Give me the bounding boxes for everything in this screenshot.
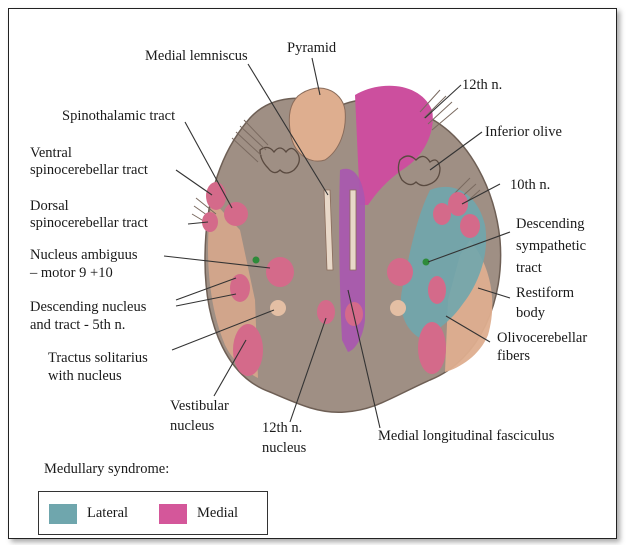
label-solitarius-2: with nucleus xyxy=(48,368,122,385)
nucleus-desc-5th-left xyxy=(230,274,250,302)
label-pyramid: Pyramid xyxy=(287,40,336,57)
label-inferior-olive: Inferior olive xyxy=(485,124,562,141)
label-restiform-2: body xyxy=(516,305,545,322)
nucleus-desc-5th-right xyxy=(428,276,446,304)
nucleus-solitarius-left xyxy=(270,300,286,316)
legend-label-lateral: Lateral xyxy=(87,505,128,522)
legend-swatch-lateral xyxy=(49,504,77,524)
label-desc-symp-3: tract xyxy=(516,260,542,277)
label-olivocerebellar-2: fibers xyxy=(497,348,530,365)
label-olivocerebellar-1: Olivocerebellar xyxy=(497,330,587,347)
label-mlf: Medial longitudinal fasciculus xyxy=(378,428,554,445)
legend-swatch-medial xyxy=(159,504,187,524)
label-dorsal-scb-1: Dorsal xyxy=(30,198,69,215)
label-vestibular-1: Vestibular xyxy=(170,398,229,415)
legend-title: Medullary syndrome: xyxy=(44,461,169,478)
label-12th-n: 12th n. xyxy=(462,77,502,94)
label-ventral-scb-1: Ventral xyxy=(30,145,72,162)
label-medial-lemniscus: Medial lemniscus xyxy=(145,48,248,65)
label-10th-n: 10th n. xyxy=(510,177,550,194)
label-solitarius-1: Tractus solitarius xyxy=(48,350,148,367)
nucleus-desc-symp-right xyxy=(460,214,480,238)
legend-label-medial: Medial xyxy=(197,505,238,522)
label-desc-nucleus-2: and tract - 5th n. xyxy=(30,317,125,334)
label-desc-symp-1: Descending xyxy=(516,216,584,233)
label-ambiguus-2: – motor 9 +10 xyxy=(30,265,113,282)
nucleus-spinothalamic-left xyxy=(224,202,248,226)
green-dot-left xyxy=(253,257,260,264)
label-vestibular-2: nucleus xyxy=(170,418,214,435)
label-desc-symp-2: sympathetic xyxy=(516,238,586,255)
label-12th-nucleus-2: nucleus xyxy=(262,440,306,457)
nucleus-vestibular-right xyxy=(418,322,446,374)
nucleus-ambiguus-left xyxy=(266,257,294,287)
label-dorsal-scb-2: spinocerebellar tract xyxy=(30,215,148,232)
label-desc-nucleus-1: Descending nucleus xyxy=(30,299,146,316)
nucleus-dorsal-scb-left xyxy=(206,182,226,210)
nucleus-10th-right-b xyxy=(433,203,451,225)
label-ambiguus-1: Nucleus ambiguus xyxy=(30,247,138,264)
nucleus-vestibular-left xyxy=(233,324,263,376)
legend-box: Lateral Medial xyxy=(38,491,268,535)
nucleus-solitarius-right xyxy=(390,300,406,316)
medial-lemniscus-right xyxy=(350,190,356,270)
label-ventral-scb-2: spinocerebellar tract xyxy=(30,162,148,179)
nucleus-12th-left xyxy=(317,300,335,324)
nucleus-ambiguus-right xyxy=(387,258,413,286)
label-12th-nucleus-1: 12th n. xyxy=(262,420,302,437)
label-spinothalamic-tract: Spinothalamic tract xyxy=(62,108,175,125)
nucleus-10th-right-a xyxy=(448,192,468,216)
label-restiform-1: Restiform xyxy=(516,285,574,302)
